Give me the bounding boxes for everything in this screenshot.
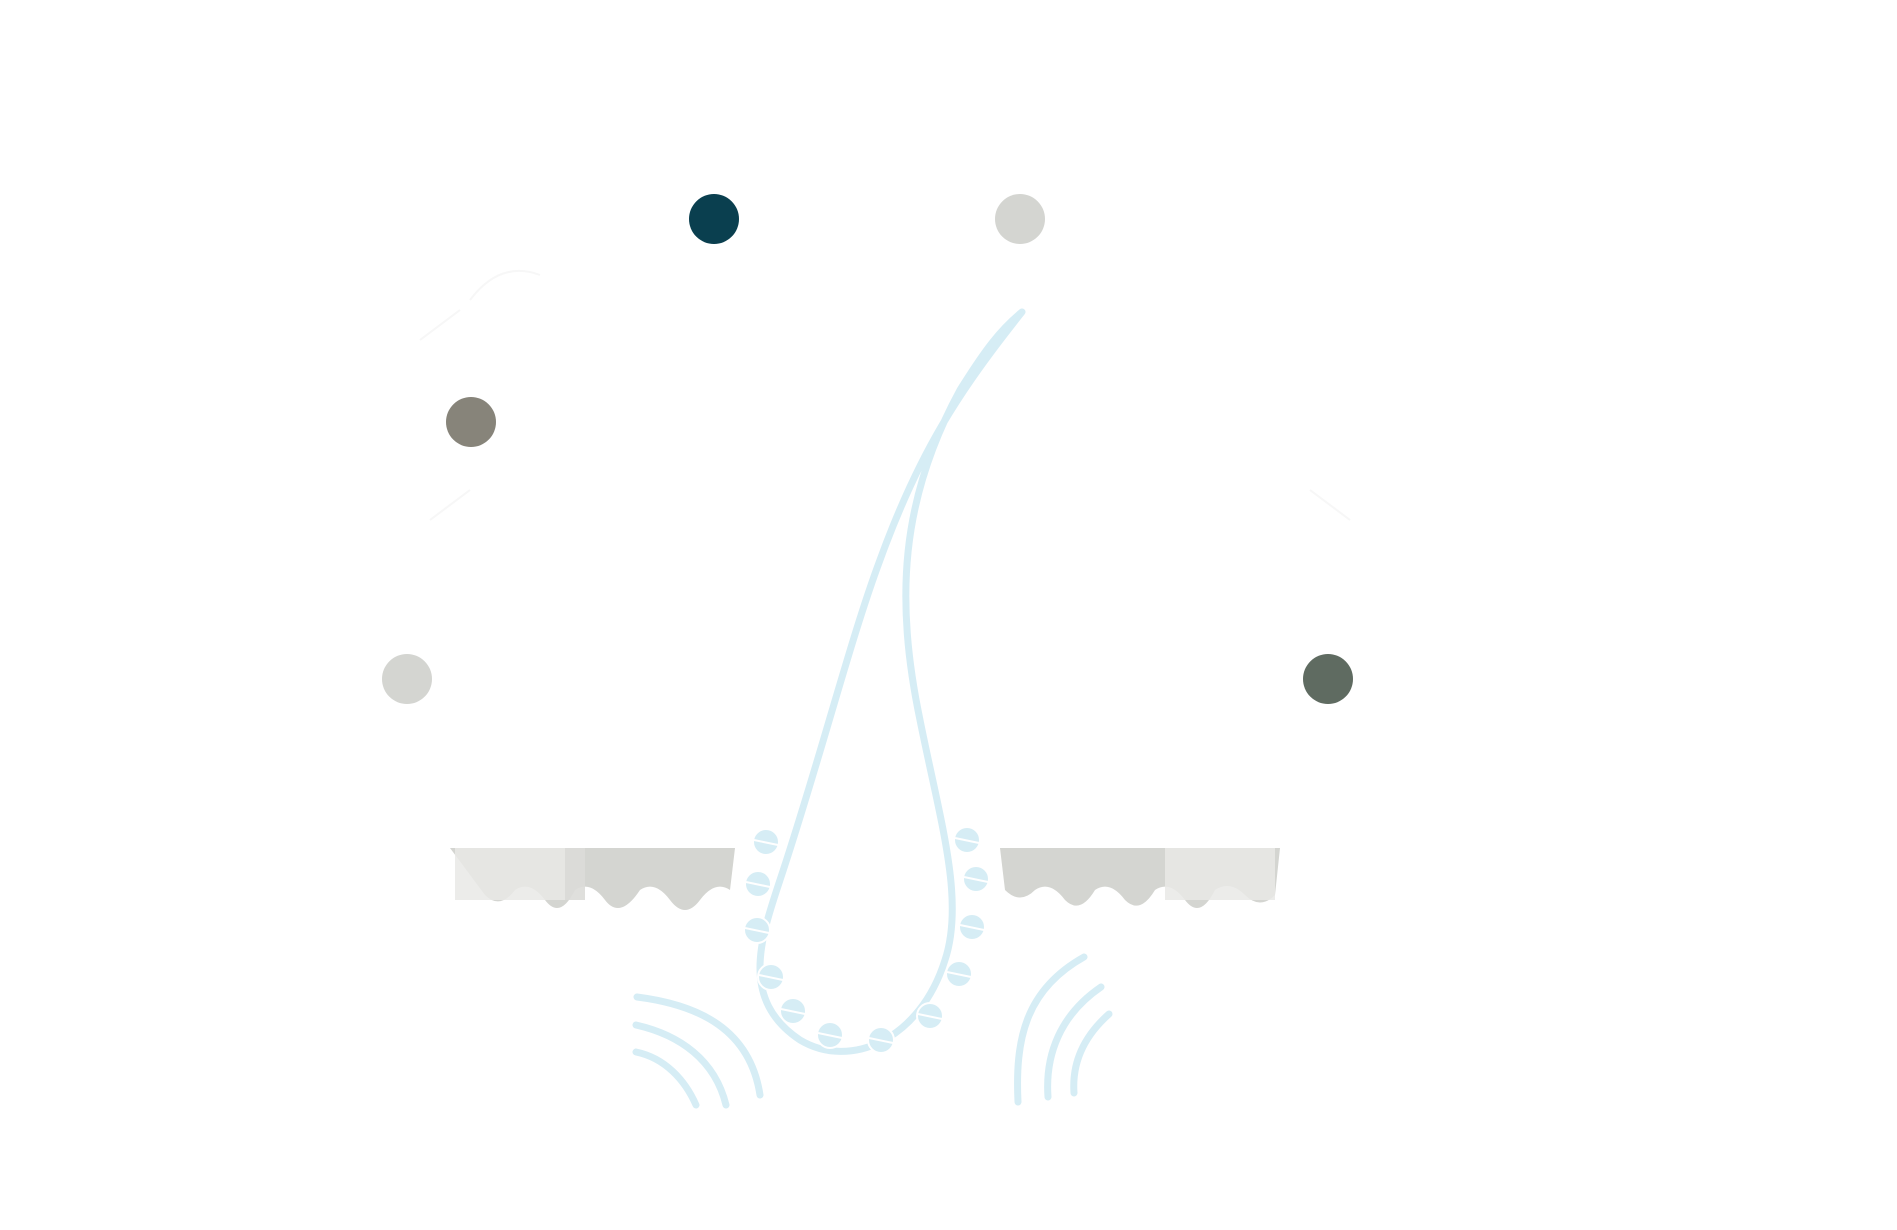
- cell: [958, 913, 986, 941]
- wave-arcs-left: [632, 993, 764, 1109]
- cell: [816, 1021, 844, 1049]
- skin-layer-left: [450, 848, 735, 910]
- cell: [867, 1026, 895, 1054]
- cell: [743, 916, 771, 944]
- marker-dot: [995, 194, 1045, 244]
- cell: [953, 826, 981, 854]
- wave-arcs-right: [1014, 953, 1113, 1106]
- hair-shaft: [756, 308, 1026, 1055]
- cell: [962, 865, 990, 893]
- marker-dot: [1303, 654, 1353, 704]
- follicle-cells: [743, 826, 990, 1054]
- cell: [945, 960, 973, 988]
- cell: [916, 1002, 944, 1030]
- cell: [757, 963, 785, 991]
- marker-dot: [689, 194, 739, 244]
- connector-arcs: [419, 269, 1351, 521]
- marker-dot: [382, 654, 432, 704]
- cell: [752, 828, 780, 856]
- cell: [779, 997, 807, 1025]
- skin-layer-right: [1000, 848, 1280, 908]
- markers: [382, 194, 1353, 704]
- cell: [744, 870, 772, 898]
- marker-dot: [446, 397, 496, 447]
